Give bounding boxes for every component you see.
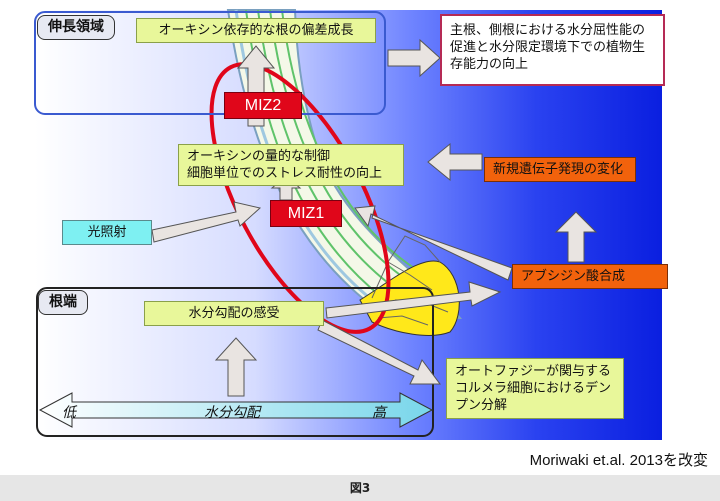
gradient-sense-label: 水分勾配の感受 (144, 301, 324, 326)
arrow-aba-to-gene (554, 211, 598, 263)
gradient-high-label: 高 (372, 405, 386, 421)
root-tip-region-label: 根端 (38, 290, 88, 315)
gene-expression-label: 新規遺伝子発現の変化 (484, 157, 636, 182)
auxin-control-label: オーキシンの量的な制御 細胞単位でのストレス耐性の向上 (178, 144, 404, 186)
credit-text: Moriwaki et.al. 2013を改変 (529, 452, 708, 469)
aba-label: アブシジン酸合成 (512, 264, 668, 289)
arrow-gene-to-auxin (427, 142, 483, 182)
elongation-region-label: 伸長領域 (37, 15, 115, 40)
elongation-region-box (34, 11, 386, 115)
miz2-label: MIZ2 (224, 92, 302, 119)
result-label: 主根、側根における水分屈性能の促進と水分限定環境下での植物生存能力の向上 (440, 14, 665, 86)
auxin-growth-label: オーキシン依存的な根の偏差成長 (136, 18, 376, 43)
arrow-to-result (387, 38, 441, 78)
arrow-gradient-to-sense (214, 337, 258, 397)
gradient-title: 水分勾配 (204, 405, 260, 421)
figure-caption: 図3 (0, 475, 720, 501)
light-label: 光照射 (62, 220, 152, 245)
miz1-label: MIZ1 (270, 200, 342, 227)
arrow-sense-to-autophagy (317, 319, 441, 385)
autophagy-label: オートファジーが関与する コルメラ細胞におけるデン プン分解 (446, 358, 624, 419)
gradient-low-label: 低 (62, 405, 76, 421)
arrow-sense-to-aba (325, 281, 502, 319)
arrow-aba-to-miz1 (354, 205, 513, 281)
arrow-light-to-miz1 (151, 201, 262, 243)
root-tip-region-box (36, 287, 434, 437)
gradient-arrow (38, 392, 434, 428)
